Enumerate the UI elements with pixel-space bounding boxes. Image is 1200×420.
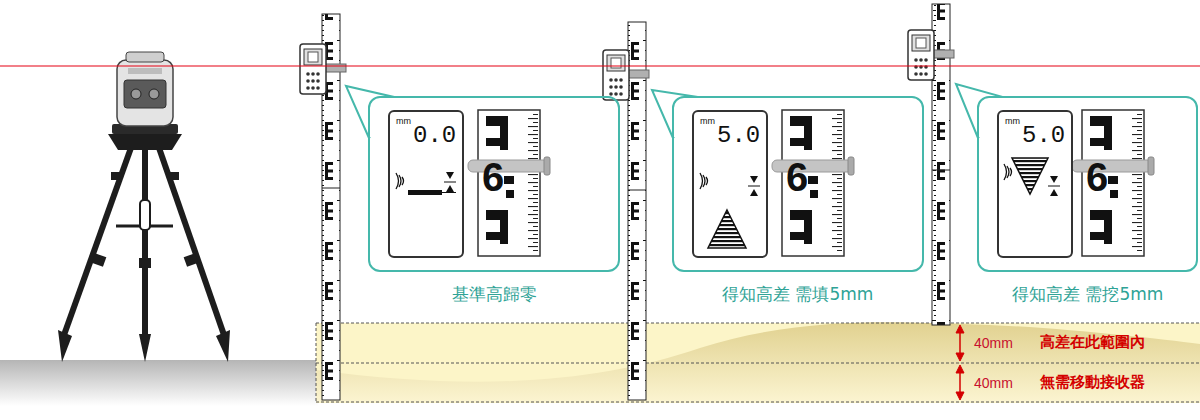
lcd-display: mm5.0 [692,110,768,258]
laser-level [184,253,199,267]
laser-level [158,145,224,335]
dimension-arrow [956,325,964,333]
illustration [772,110,854,256]
laser-level [126,52,164,62]
dimension-arrow [959,370,961,395]
unit-label: mm [700,117,715,126]
illustration [908,30,954,80]
laser-level [92,253,107,267]
dashed-line [316,323,317,402]
illustration [700,173,708,189]
laser-level [139,258,151,268]
dimension-label: 40mm [974,336,1013,350]
laser-level [169,172,179,180]
leveling-staff [932,170,950,171]
panel-caption: 得知高差 需填5mm [722,286,873,303]
laser-level [58,52,230,362]
laser-level [58,330,72,362]
level-bar [408,190,442,195]
panel-caption: 基準高歸零 [452,286,537,303]
dimension-label: 40mm [974,376,1013,390]
leveling-staff [628,190,646,191]
staff-digit: 6 [786,157,808,197]
leveling-staff [322,188,340,189]
laser-level [111,172,121,180]
lcd-display: mm5.0 [997,110,1073,258]
laser-level [128,68,162,74]
unit-label: mm [396,117,411,126]
staff-digit: 6 [482,157,504,197]
leveling-staff [628,22,646,400]
tolerance-band [316,323,1200,403]
dashed-line [316,363,1200,364]
illustration [300,44,346,94]
dimension-arrow [959,330,961,356]
lcd-display: mm0.0 [388,110,464,258]
unit-label: mm [1005,117,1020,126]
dimension-arrow [956,325,964,400]
laser-level [216,330,230,362]
illustration [1004,164,1012,180]
illustration [748,176,760,196]
laser-level [139,334,151,362]
up-arrow [708,210,746,248]
range-note: 高差在此範圍內 [1040,335,1145,350]
illustration [468,110,550,256]
reading-value: 0.0 [413,124,456,148]
dimension-arrow [956,365,964,373]
laser-level [124,80,166,108]
dashed-line [316,402,1200,403]
laser-level [131,89,141,99]
dimension-arrow [956,392,964,400]
dimension-arrow [956,353,964,361]
range-note: 無需移動接收器 [1040,375,1145,390]
leveling-staff [322,4,950,400]
down-arrow [1012,158,1048,194]
ground-surface [316,322,1200,402]
level-bar [442,192,456,193]
laser-level [108,134,182,150]
illustration [444,172,456,192]
illustration [1072,110,1154,256]
laser-level [64,145,132,335]
staff-digit: 6 [1086,157,1108,197]
laser-beam [0,65,1200,66]
illustration [603,50,649,100]
reading-value: 5.0 [1022,124,1065,148]
laser-level [117,60,173,126]
laser-level [149,89,159,99]
laser-level [142,145,148,338]
ground [0,360,318,406]
panel-caption: 得知高差 需挖5mm [1012,286,1163,303]
reading-value: 5.0 [717,124,760,148]
illustration [396,173,404,189]
laser-level [140,200,150,230]
dashed-line [316,323,1200,324]
illustration [1048,176,1060,196]
